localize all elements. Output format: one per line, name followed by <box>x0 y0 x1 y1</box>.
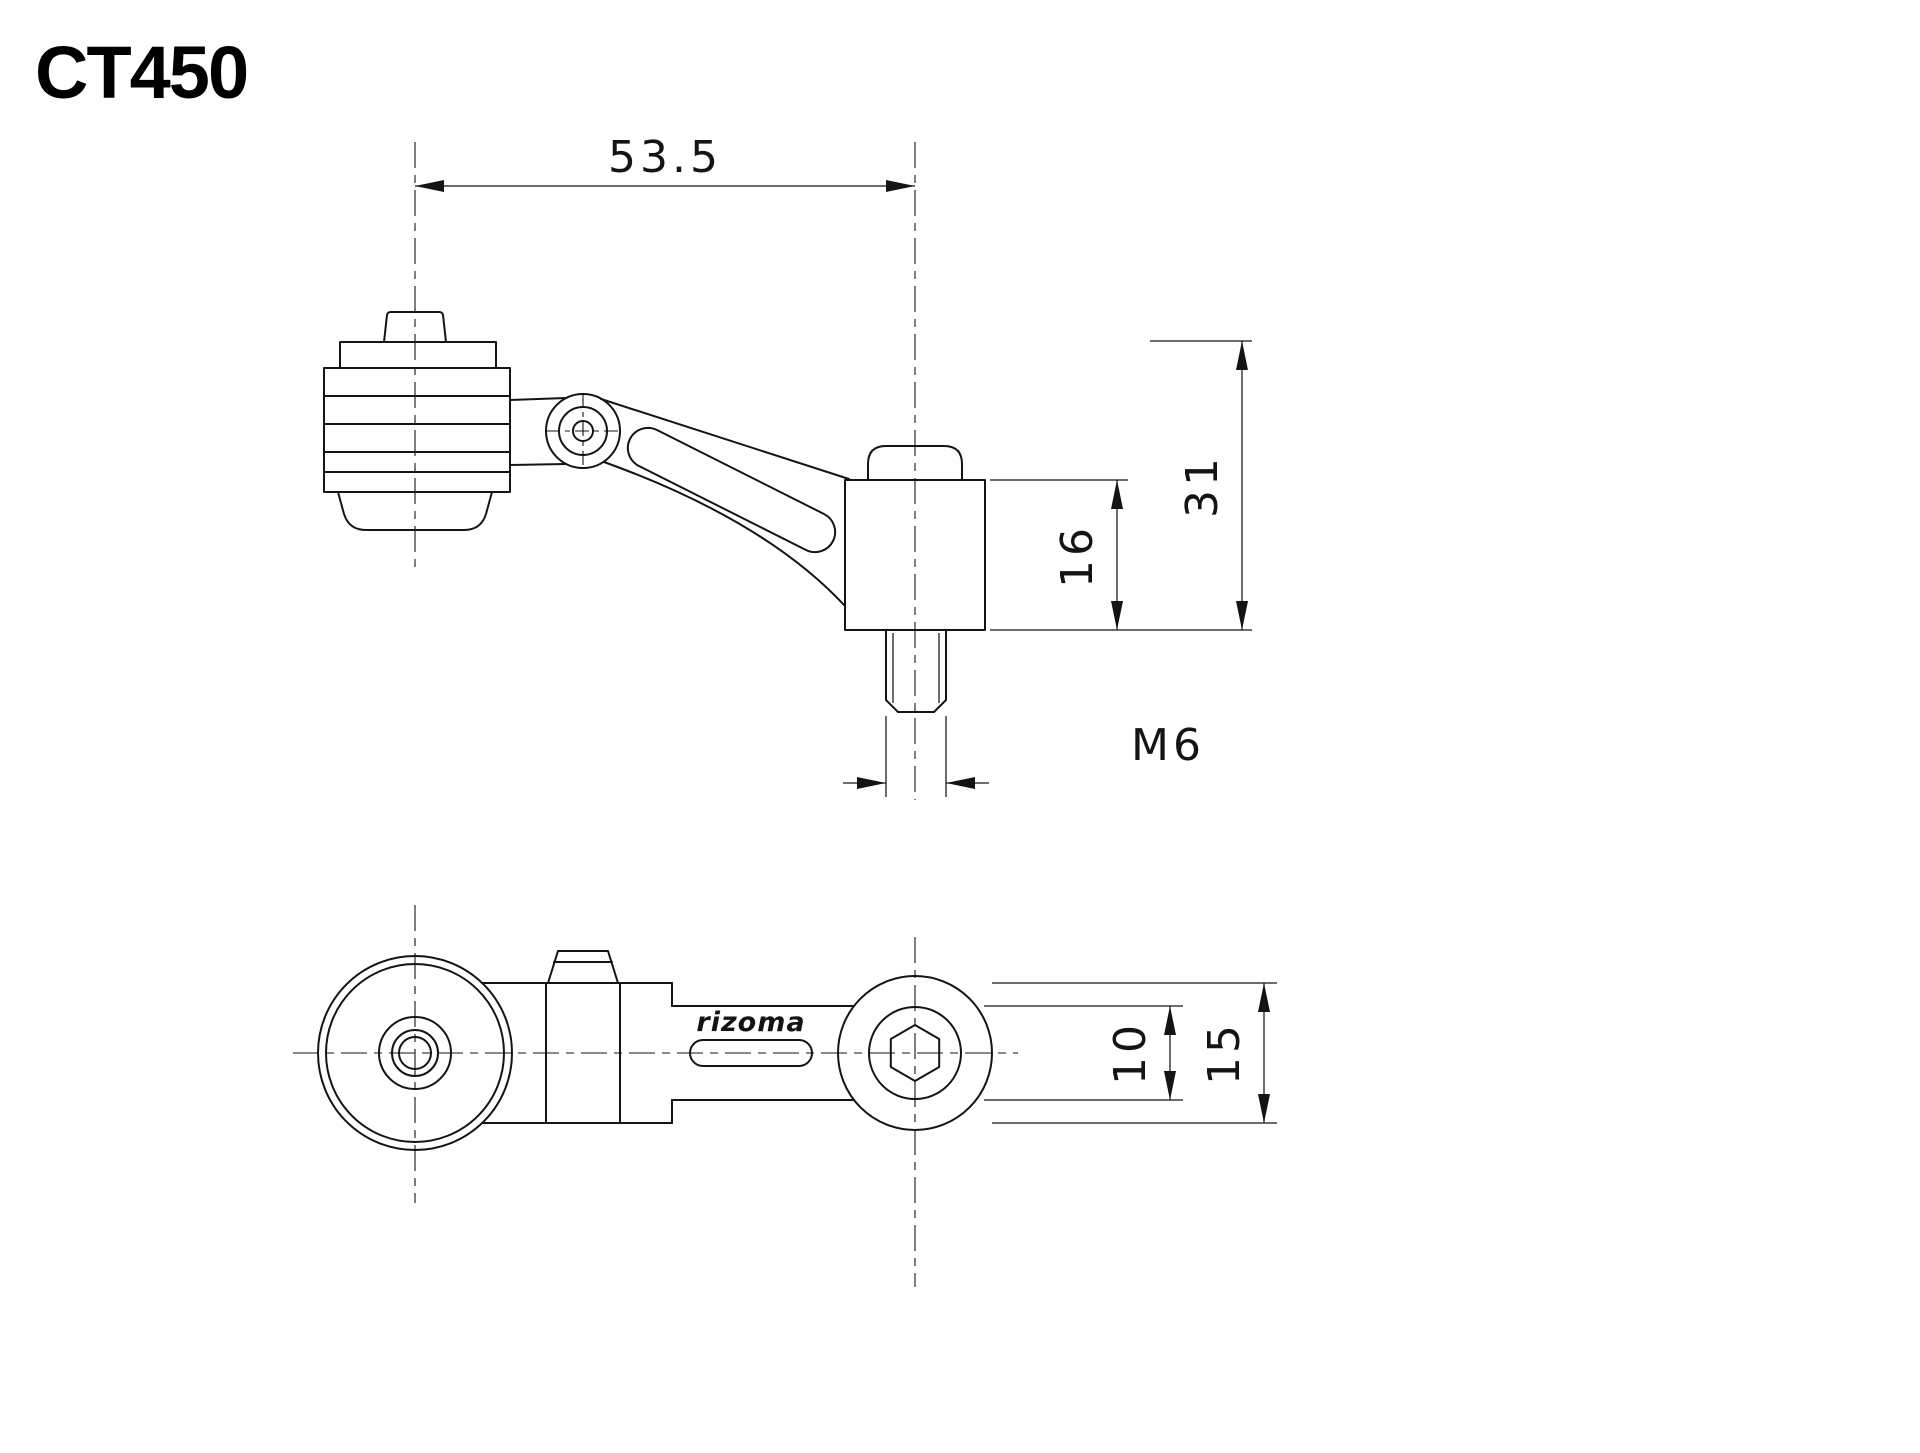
weight-rim-circle <box>325 963 505 1143</box>
weight-top-screw <box>383 311 447 343</box>
dim-label-arm-thickness: 10 <box>1105 1021 1156 1085</box>
arrowhead-left <box>415 180 444 192</box>
weight-outer-circle <box>317 955 513 1151</box>
dim-total-height: 31 <box>1150 340 1252 630</box>
neck-top-edge <box>509 397 567 401</box>
pivot-screw-head <box>547 950 619 984</box>
boss-body <box>844 479 986 631</box>
weight-plan-circles <box>317 955 513 1151</box>
arrowhead-top <box>1164 1006 1176 1035</box>
arm-plan: rizoma <box>671 1005 855 1101</box>
arrowhead-right <box>946 777 975 789</box>
dim-arm-thickness: 10 <box>984 1005 1183 1101</box>
dim-boss-height: 16 <box>990 479 1252 631</box>
dim-label-thread: M6 <box>1131 720 1205 771</box>
neck-bottom-edge <box>509 463 567 466</box>
weight-hole-circle <box>391 1029 439 1077</box>
weight-ring-body <box>323 367 511 493</box>
dim-label-total-height: 31 <box>1177 454 1228 518</box>
arrowhead-right <box>886 180 915 192</box>
dim-label-overall-length: 53.5 <box>608 132 722 183</box>
clamp-body <box>481 950 673 1124</box>
weight-top-plate <box>339 341 497 369</box>
weight-bottom-cap <box>337 491 493 531</box>
arrowhead-top <box>1236 341 1248 370</box>
weight-hole-chamfer-circle <box>398 1036 432 1070</box>
lever-arm <box>600 398 850 607</box>
arm-top-edge <box>600 398 850 480</box>
adjust-slot <box>689 1039 813 1067</box>
weight-stack-outline <box>323 311 511 531</box>
arrowhead-top <box>1111 480 1123 509</box>
dim-thread: M6 <box>843 716 1205 797</box>
bolt-head-circle <box>868 1006 962 1100</box>
bolt-boss <box>844 445 986 713</box>
hex-socket <box>889 1024 941 1082</box>
dim-overall-thickness: 15 <box>992 982 1277 1124</box>
side-view: 53.5 <box>323 132 1252 800</box>
arrowhead-bottom <box>1164 1071 1176 1100</box>
brand-logo: rizoma <box>696 1007 805 1038</box>
dim-label-boss-height: 16 <box>1052 524 1103 588</box>
arrowhead-left <box>857 777 886 789</box>
pivot-joint <box>509 393 621 469</box>
page-title: CT450 <box>35 31 247 114</box>
plan-view-centerlines <box>293 905 1018 1287</box>
arm-bottom-edge <box>603 461 846 607</box>
arrowhead-top <box>1258 983 1270 1012</box>
arrowhead-bottom <box>1258 1094 1270 1123</box>
arrowhead-bottom <box>1236 601 1248 630</box>
dim-label-overall-thickness: 15 <box>1199 1021 1250 1085</box>
pivot-ring-circle <box>558 406 608 456</box>
arrowhead-bottom <box>1111 601 1123 630</box>
bolt-end-outer-circle <box>837 975 993 1131</box>
bolt-head <box>867 445 963 481</box>
threaded-stud <box>885 629 947 713</box>
pivot-hole-circle <box>572 420 594 442</box>
bolt-plan-circles <box>837 975 993 1131</box>
dim-overall-length: 53.5 <box>415 132 915 192</box>
arm-pocket-outline <box>626 426 837 554</box>
plan-view: rizoma 10 15 <box>293 905 1277 1287</box>
weight-hub-circle <box>378 1016 452 1090</box>
pivot-boss-circle <box>545 393 621 469</box>
